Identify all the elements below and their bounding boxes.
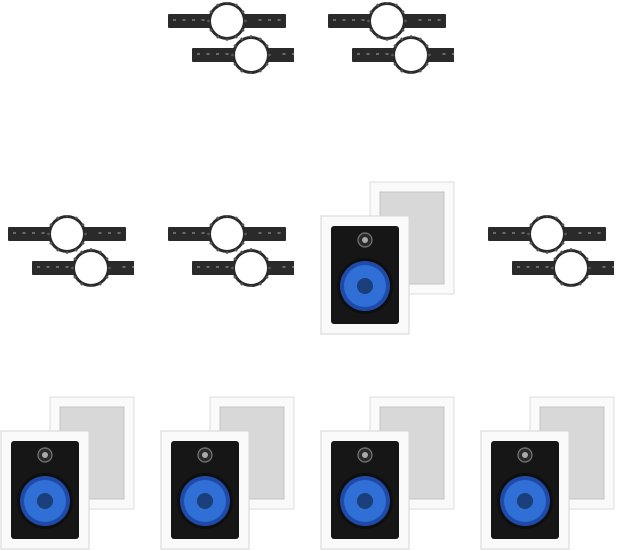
speaker-front <box>480 430 570 550</box>
mounting-bracket <box>488 215 606 254</box>
bracket-opening <box>371 5 403 37</box>
bracket-opening <box>235 252 267 284</box>
tweeter-dome <box>362 237 368 243</box>
woofer-dust-cap <box>357 278 373 294</box>
bracket-opening <box>555 252 587 284</box>
bracket-opening <box>51 218 83 250</box>
bracket-opening <box>235 39 267 71</box>
woofer-dust-cap <box>37 493 53 509</box>
mounting-bracket-pair <box>328 2 454 74</box>
tweeter-dome <box>362 452 368 458</box>
speaker-pair-graphic <box>320 396 455 550</box>
bracket-opening <box>75 252 107 284</box>
speaker-front <box>160 430 250 550</box>
mounting-bracket-pair <box>8 215 134 287</box>
mounting-bracket-pair <box>488 215 614 287</box>
tweeter-dome <box>202 452 208 458</box>
woofer-dust-cap <box>517 493 533 509</box>
mounting-bracket <box>32 248 134 287</box>
mounting-bracket <box>168 2 286 41</box>
tweeter-dome <box>522 452 528 458</box>
in-wall-speaker-pair <box>0 395 136 551</box>
in-wall-speaker-pair <box>320 395 456 551</box>
in-wall-speaker-pair <box>320 180 456 336</box>
woofer-dust-cap <box>197 493 213 509</box>
speaker-pair-graphic <box>480 396 615 550</box>
mounting-bracket-pair <box>168 215 294 287</box>
mounting-bracket <box>192 35 294 74</box>
woofer-dust-cap <box>357 493 373 509</box>
speaker-front <box>320 215 410 335</box>
bracket-opening <box>531 218 563 250</box>
speaker-grille <box>529 396 615 510</box>
bracket-pair-graphic <box>8 215 134 287</box>
mounting-bracket <box>512 248 614 287</box>
mounting-bracket <box>328 2 446 41</box>
mounting-bracket <box>352 35 454 74</box>
speaker-pair-graphic <box>320 181 455 335</box>
speaker-pair-graphic <box>0 396 135 550</box>
tweeter-dome <box>42 452 48 458</box>
bracket-opening <box>395 39 427 71</box>
mounting-bracket-pair <box>168 2 294 74</box>
in-wall-speaker-pair <box>480 395 616 551</box>
bracket-pair-graphic <box>328 2 454 74</box>
mounting-bracket <box>8 215 126 254</box>
speaker-front <box>0 430 90 550</box>
speaker-pair-graphic <box>160 396 295 550</box>
mounting-bracket <box>168 215 286 254</box>
bracket-pair-graphic <box>168 215 294 287</box>
mounting-bracket <box>192 248 294 287</box>
bracket-opening <box>211 218 243 250</box>
bracket-opening <box>211 5 243 37</box>
bracket-pair-graphic <box>488 215 614 287</box>
bracket-pair-graphic <box>168 2 294 74</box>
in-wall-speaker-pair <box>160 395 296 551</box>
speaker-front <box>320 430 410 550</box>
